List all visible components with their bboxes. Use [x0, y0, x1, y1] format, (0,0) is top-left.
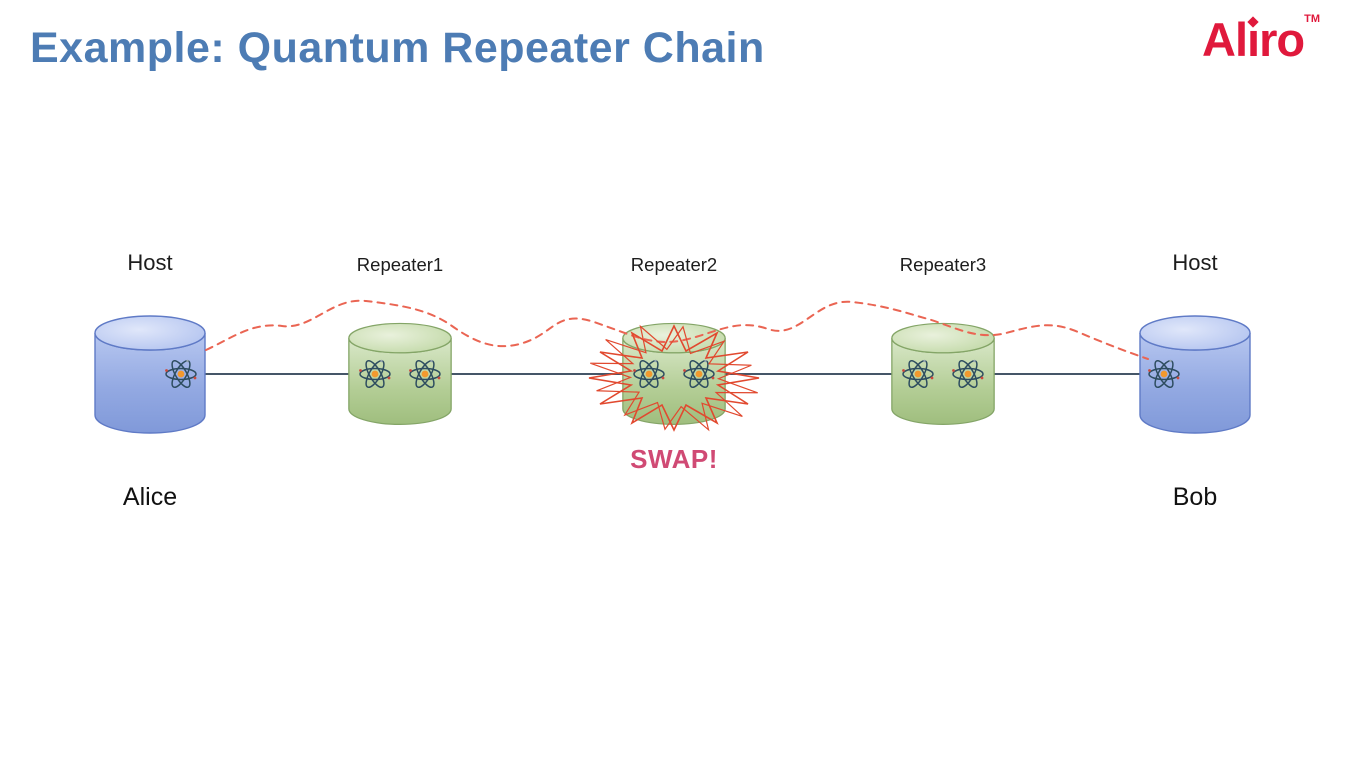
atom-icon: [355, 354, 395, 394]
host-cylinder: [93, 312, 207, 441]
swap-label: SWAP!: [630, 444, 718, 474]
node-host-alice: Host Alice: [93, 250, 207, 512]
logo-text-prefix: Al: [1202, 13, 1248, 66]
node-repeater1: Repeater1: [347, 250, 453, 432]
atom-icon: [948, 354, 988, 394]
node-label: Repeater2: [630, 254, 718, 275]
node-label: Repeater1: [356, 254, 444, 275]
atom-icon: [161, 354, 201, 394]
logo-text-suffix: ro: [1259, 13, 1305, 66]
trademark-symbol: TM: [1304, 13, 1320, 25]
atom-icon: [629, 354, 669, 394]
atom-icon: [679, 354, 719, 394]
qubit-atoms: [890, 354, 996, 394]
node-label: Host: [127, 250, 173, 275]
atom-icon: [405, 354, 445, 394]
node-label: Repeater3: [899, 254, 987, 275]
qubit-atoms: [93, 354, 207, 394]
logo-letter-i: ı: [1247, 13, 1260, 66]
qubit-atoms: [621, 354, 727, 394]
repeater-cylinder: [621, 320, 727, 432]
endpoint-name: Alice: [122, 483, 178, 511]
node-repeater3: Repeater3: [890, 250, 996, 432]
repeater-cylinder: [347, 320, 453, 432]
atom-icon: [898, 354, 938, 394]
node-label: Host: [1172, 250, 1218, 275]
node-host-bob: Host Bob: [1138, 250, 1252, 512]
qubit-atoms: [1138, 354, 1252, 394]
host-cylinder: [1138, 312, 1252, 441]
repeater-cylinder: [890, 320, 996, 432]
node-repeater2: Repeater2: [621, 250, 727, 432]
page-title: Example: Quantum Repeater Chain: [30, 24, 765, 72]
qubit-atoms: [347, 354, 453, 394]
endpoint-name: Bob: [1172, 483, 1218, 511]
atom-icon: [1144, 354, 1184, 394]
